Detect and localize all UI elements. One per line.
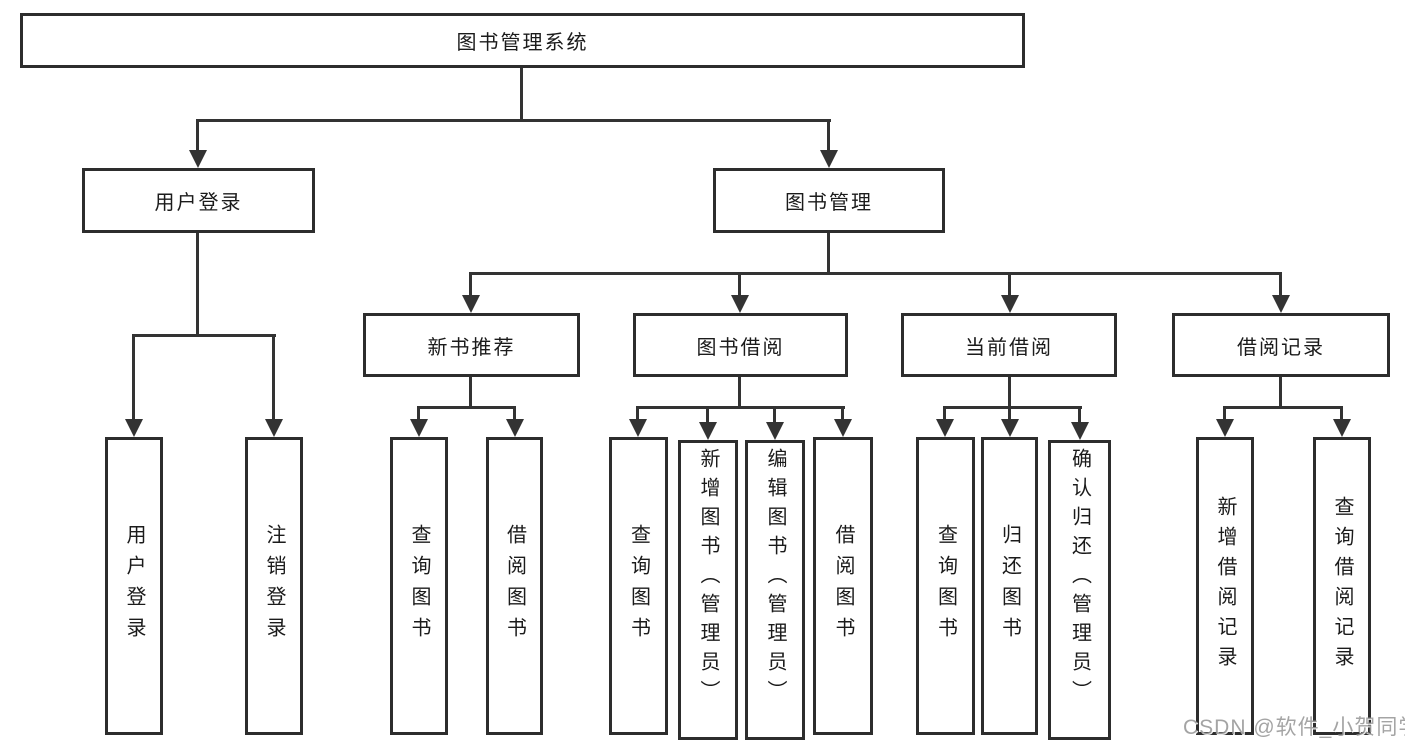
leaf-edit-book-admin: 编辑图书（管理员） — [745, 440, 805, 740]
arrow-down-icon — [834, 419, 852, 437]
node-label: 图书管理 — [785, 192, 873, 214]
leaf-label: 查询图书 — [627, 524, 650, 648]
arrow-down-icon — [766, 422, 784, 440]
edge-line — [1008, 375, 1011, 408]
arrow-down-icon — [1333, 419, 1351, 437]
leaf-confirm-return-admin: 确认归还（管理员） — [1048, 440, 1111, 740]
arrow-down-icon — [125, 419, 143, 437]
edge-line — [943, 406, 1082, 409]
edge-line — [773, 406, 776, 425]
leaf-label: 新增图书（管理员） — [697, 448, 719, 709]
node-label: 借阅记录 — [1237, 336, 1325, 359]
edge-line — [1279, 272, 1282, 298]
edge-line — [636, 406, 845, 409]
node-current-borrow: 当前借阅 — [901, 313, 1117, 377]
node-label: 新书推荐 — [427, 336, 516, 359]
leaf-query-borrow-record: 查询借阅记录 — [1313, 437, 1371, 735]
node-book-management: 图书管理 — [713, 168, 945, 233]
arrow-down-icon — [410, 419, 428, 437]
arrow-down-icon — [506, 419, 524, 437]
leaf-label: 归还图书 — [998, 524, 1021, 648]
edge-line — [706, 406, 709, 425]
arrow-down-icon — [1071, 422, 1089, 440]
edge-line — [417, 406, 420, 422]
leaf-borrow-book: 借阅图书 — [813, 437, 873, 735]
leaf-label: 新增借阅记录 — [1214, 496, 1236, 676]
leaf-label: 用户登录 — [123, 524, 145, 648]
edge-line — [513, 406, 516, 422]
leaf-label: 查询图书 — [408, 524, 430, 648]
node-root-system: 图书管理系统 — [20, 13, 1025, 68]
leaf-label: 借阅图书 — [503, 524, 526, 648]
node-label: 图书借阅 — [696, 336, 785, 359]
leaf-add-book-admin: 新增图书（管理员） — [678, 440, 738, 740]
edge-line — [1340, 406, 1343, 422]
leaf-label: 查询借阅记录 — [1331, 496, 1353, 676]
leaf-query-book-recommend: 查询图书 — [390, 437, 448, 735]
arrow-down-icon — [1216, 419, 1234, 437]
leaf-logout: 注销登录 — [245, 437, 303, 735]
csdn-watermark: CSDN @软件_小贺同学 — [1183, 716, 1405, 739]
edge-line — [1223, 406, 1342, 409]
arrow-down-icon — [1001, 295, 1019, 313]
leaf-label: 确认归还（管理员） — [1068, 448, 1091, 709]
arrow-down-icon — [462, 295, 480, 313]
edge-line — [272, 334, 275, 422]
node-label: 图书管理系统 — [456, 32, 589, 54]
arrow-down-icon — [936, 419, 954, 437]
edge-line — [1008, 406, 1011, 422]
edge-line — [417, 406, 516, 409]
edge-line — [1279, 375, 1282, 408]
arrow-down-icon — [699, 422, 717, 440]
arrow-down-icon — [731, 295, 749, 313]
node-user-login: 用户登录 — [82, 168, 315, 233]
arrow-down-icon — [189, 150, 207, 168]
edge-line — [827, 231, 830, 274]
edge-line — [827, 119, 830, 153]
arrow-down-icon — [1001, 419, 1019, 437]
arrow-down-icon — [820, 150, 838, 168]
edge-line — [196, 119, 199, 153]
node-book-borrow: 图书借阅 — [633, 313, 848, 377]
leaf-query-book-borrow: 查询图书 — [609, 437, 668, 735]
edge-line — [738, 272, 741, 298]
edge-line — [1078, 406, 1081, 425]
leaf-add-borrow-record: 新增借阅记录 — [1196, 437, 1254, 735]
edge-line — [738, 375, 741, 408]
edge-line — [943, 406, 946, 422]
node-borrow-record: 借阅记录 — [1172, 313, 1390, 377]
edge-line — [1223, 406, 1226, 422]
leaf-label: 查询图书 — [934, 524, 957, 648]
edge-line — [469, 272, 472, 298]
edge-line — [469, 375, 472, 408]
arrow-down-icon — [1272, 295, 1290, 313]
leaf-borrow-book-recommend: 借阅图书 — [486, 437, 543, 735]
edge-line — [1008, 272, 1011, 298]
arrow-down-icon — [629, 419, 647, 437]
edge-line — [196, 231, 199, 336]
edge-line — [469, 272, 1282, 275]
leaf-return-book: 归还图书 — [981, 437, 1038, 735]
leaf-user-login: 用户登录 — [105, 437, 163, 735]
edge-line — [132, 334, 276, 337]
arrow-down-icon — [265, 419, 283, 437]
leaf-label: 编辑图书（管理员） — [764, 448, 786, 709]
node-label: 用户登录 — [154, 192, 243, 214]
edge-line — [196, 119, 831, 122]
edge-line — [841, 406, 844, 422]
node-new-book-recommend: 新书推荐 — [363, 313, 580, 377]
edge-line — [132, 334, 135, 422]
node-label: 当前借阅 — [965, 336, 1053, 359]
leaf-query-book-current: 查询图书 — [916, 437, 975, 735]
leaf-label: 注销登录 — [263, 524, 285, 648]
leaf-label: 借阅图书 — [832, 524, 854, 648]
edge-line — [636, 406, 639, 422]
edge-line — [520, 67, 523, 121]
